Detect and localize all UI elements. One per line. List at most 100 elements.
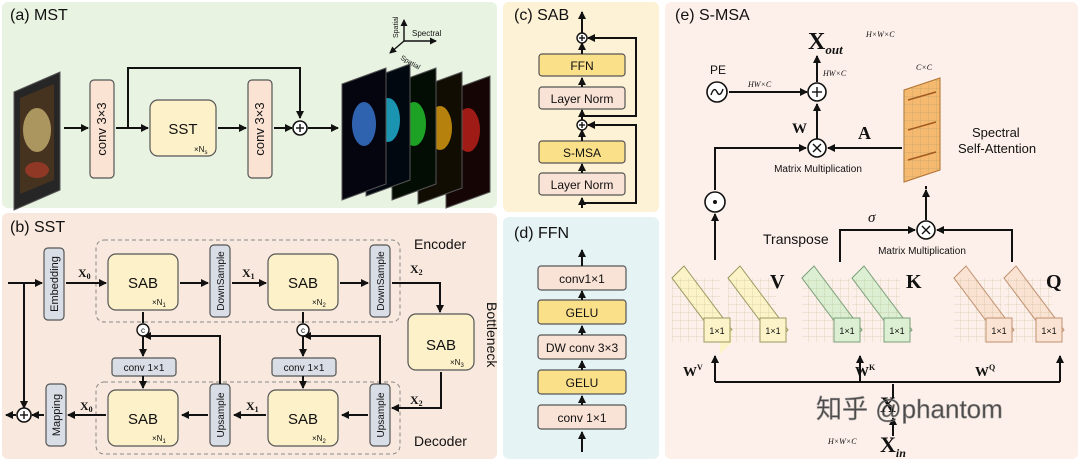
cxc-label: C×C	[916, 63, 933, 72]
sab-smsa-label: S-MSA	[563, 146, 601, 160]
mst-conv1-box	[89, 79, 115, 179]
downsample-1-label: DownSample	[216, 251, 227, 311]
sab-enc2-repeat: ×N2	[312, 298, 326, 309]
concat-2-label: c	[301, 326, 305, 335]
spectral-sa-label-1: Spectral	[972, 125, 1020, 140]
ffn-item-5-label: conv 1×1	[557, 411, 606, 425]
mst-conv1-label: conv 3×3	[94, 102, 109, 155]
sab-bottleneck	[407, 313, 475, 371]
axis-spatial-vertical: Spatial	[393, 16, 400, 38]
smsa-title: (e) S-MSA	[675, 7, 750, 24]
k-1x1-b: 1×1	[889, 326, 904, 336]
embedding-label: Embedding	[49, 256, 61, 312]
bottleneck-label: Bottleneck	[484, 302, 500, 368]
x-in-label: Xin	[880, 432, 906, 460]
sst-title: (b) SST	[10, 219, 65, 236]
q-label: Q	[1046, 271, 1062, 293]
x2-dec-label: X2	[410, 393, 423, 408]
attention-map	[903, 77, 941, 183]
upsample-1-label: Upsample	[216, 392, 227, 437]
hwc-out-label: HW×C	[822, 69, 847, 78]
pe-label: PE	[710, 63, 726, 77]
q-1x1-a: 1×1	[991, 326, 1006, 336]
wk-label: WK	[855, 363, 876, 380]
sab-ffn-label: FFN	[570, 59, 593, 73]
v-cuboids	[671, 265, 789, 354]
sab-enc1-repeat: ×N1	[152, 298, 166, 309]
ffn-title: (d) FFN	[514, 225, 569, 242]
watermark-text: 知乎 @phantom	[816, 394, 1003, 424]
output-spectral-stack	[341, 63, 491, 209]
downsample-2-label: DownSample	[376, 251, 387, 311]
sab-dec2-repeat: ×N2	[312, 434, 326, 445]
conv11-1-label: conv 1×1	[124, 363, 165, 374]
x0-enc-label: X0	[78, 266, 91, 281]
ffn-item-3-label: DW conv 3×3	[546, 341, 619, 355]
x-out-dim: H×W×C	[865, 30, 895, 39]
sab-layernorm-1-label: Layer Norm	[551, 178, 614, 192]
decoder-label: Decoder	[414, 433, 467, 449]
ffn-item-1-label: conv1×1	[559, 272, 605, 286]
upsample-2-label: Upsample	[376, 392, 387, 437]
sab-dec2-label: SAB	[288, 411, 318, 428]
q-cuboids	[953, 265, 1065, 343]
mst-conv2-label: conv 3×3	[252, 102, 267, 155]
matmul-1-label: Matrix Multiplication	[774, 164, 862, 175]
spectral-sa-label-2: Self-Attention	[958, 141, 1036, 156]
mapping-label: Mapping	[51, 394, 63, 436]
sab-enc1-label: SAB	[128, 275, 158, 292]
sst-box	[149, 99, 217, 157]
v-1x1-a: 1×1	[709, 326, 724, 336]
k-1x1-a: 1×1	[839, 326, 854, 336]
wv-label: WV	[683, 363, 703, 380]
ffn-item-4-label: GELU	[566, 376, 599, 390]
x-in-dim: H×W×C	[827, 437, 857, 446]
sab-dec1	[107, 389, 179, 447]
sst-label: SST	[168, 121, 197, 138]
sab-title: (c) SAB	[514, 7, 569, 24]
mst-title: (a) MST	[10, 7, 68, 24]
x2-enc-label: X2	[410, 262, 423, 277]
wq-label: WQ	[975, 363, 995, 380]
conv11-2-label: conv 1×1	[284, 363, 325, 374]
sab-enc2	[267, 253, 339, 311]
input-image	[13, 71, 61, 211]
matmul-2-label: Matrix Multiplication	[878, 246, 966, 257]
x-mid-label: X	[880, 392, 896, 417]
w-label: W	[792, 121, 807, 137]
axis-spectral: Spectral	[412, 29, 442, 38]
x-out-label: Xout	[808, 29, 843, 57]
mapping-box	[45, 383, 67, 447]
sab-dec1-repeat: ×N1	[152, 434, 166, 445]
k-label: K	[906, 271, 922, 293]
a-label: A	[858, 123, 871, 143]
k-cuboids	[801, 265, 913, 343]
downsample-2	[369, 244, 391, 318]
concat-1-label: c	[141, 326, 145, 335]
hwc-pe-label: HW×C	[747, 80, 772, 89]
v-label: V	[770, 271, 785, 293]
sab-enc1	[107, 253, 179, 311]
mst-conv2-box	[247, 79, 273, 179]
x1-enc-label: X1	[242, 266, 255, 281]
sab-dec1-label: SAB	[128, 411, 158, 428]
sab-layernorm-2-label: Layer Norm	[551, 92, 614, 106]
v-1x1-b: 1×1	[765, 326, 780, 336]
sab-bottleneck-repeat: ×N3	[450, 358, 464, 369]
transpose-label: Transpose	[763, 231, 829, 247]
encoder-label: Encoder	[414, 236, 466, 252]
sigma-label: σ	[868, 210, 876, 226]
embedding-box	[43, 247, 65, 321]
x0-dec-label: X0	[80, 399, 93, 414]
sst-repeat: ×Ns	[194, 145, 207, 156]
sab-bottleneck-label: SAB	[426, 337, 456, 354]
decoder-region	[95, 381, 401, 455]
x1-dec-label: X1	[246, 399, 259, 414]
encoder-region	[95, 239, 401, 323]
downsample-1	[209, 244, 231, 318]
sab-enc2-label: SAB	[288, 275, 318, 292]
q-1x1-b: 1×1	[1041, 326, 1056, 336]
sab-dec2	[267, 389, 339, 447]
